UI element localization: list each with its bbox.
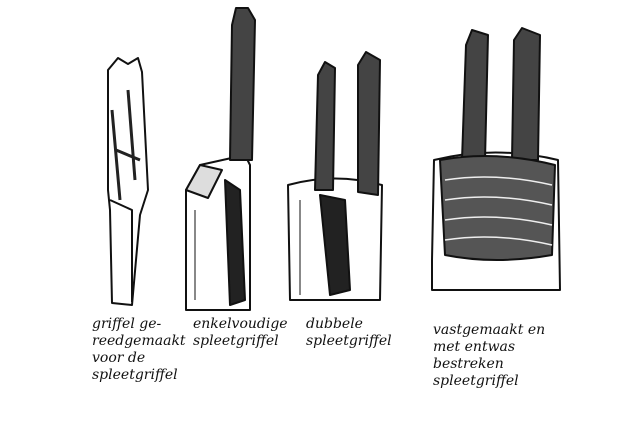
label-line: enkelvoudige	[193, 316, 288, 332]
label-line: spleetgriffel	[92, 367, 178, 383]
bound-waxed-graft-drawing	[431, 27, 561, 291]
label-bound-waxed: vastgemaakt en met entwas bestreken sple…	[433, 322, 545, 390]
label-double-cleft: dubbele spleetgriffel	[306, 316, 392, 350]
label-line: dubbele	[306, 316, 363, 332]
label-line: voor de	[92, 350, 146, 366]
label-line: spleetgriffel	[193, 333, 279, 349]
label-line: spleetgriffel	[433, 373, 519, 389]
label-line: bestreken	[433, 356, 504, 372]
label-line: met entwas	[433, 339, 516, 355]
label-line: griffel ge-	[92, 316, 162, 332]
label-line: reedgemaakt	[92, 333, 186, 349]
double-cleft-graft-drawing	[287, 51, 383, 301]
label-line: vastgemaakt en	[433, 322, 546, 338]
single-cleft-graft-drawing	[185, 7, 256, 311]
label-prepared-scion: griffel ge- reedgemaakt voor de spleetgr…	[92, 316, 186, 384]
prepared-scion-drawing	[107, 57, 149, 306]
label-single-cleft: enkelvoudige spleetgriffel	[193, 316, 288, 350]
label-line: spleetgriffel	[306, 333, 392, 349]
